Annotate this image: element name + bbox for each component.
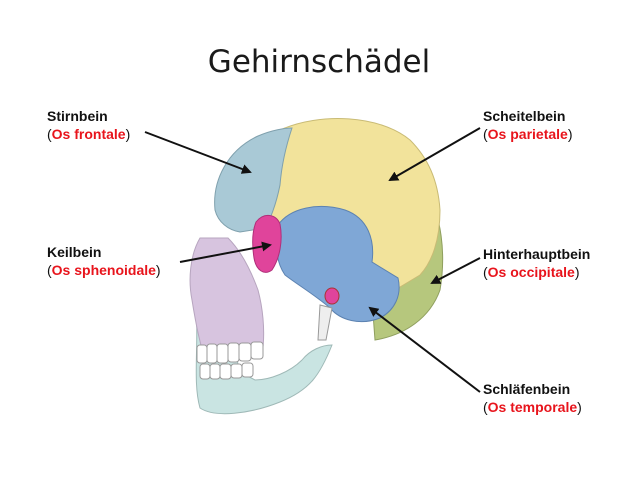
label-sphenoid: Keilbein (Os sphenoidale) [47,244,161,278]
label-occipital-latin: Os occipitale [487,264,575,280]
ear-canal [324,287,340,305]
label-temporal-latin: Os temporale [487,399,578,415]
label-parietal-latin: Os parietale [487,126,568,142]
page-title: Gehirnschädel [207,44,431,80]
arrow-frontal [144,131,252,174]
label-temporal-german: Schläfenbein [483,381,571,397]
label-frontal-german: Stirnbein [47,108,108,124]
arrow-sphenoid [179,241,272,263]
label-occipital: Hinterhauptbein (Os occipitale) [483,246,591,280]
temporal-bone [275,206,400,323]
frontal-bone [214,127,293,233]
label-sphenoid-german: Keilbein [47,244,102,260]
label-temporal: Schläfenbein (Os temporale) [483,381,582,415]
label-parietal-german: Scheitelbein [483,108,566,124]
arrow-temporal [368,306,481,393]
teeth [196,341,264,380]
styloid-process [317,304,333,341]
label-frontal: Stirnbein (Os frontale) [47,108,131,142]
face-shape [189,237,265,359]
label-frontal-latin: Os frontale [51,126,126,142]
mandible-shape [194,299,333,415]
label-occipital-german: Hinterhauptbein [483,246,591,262]
arrow-parietal [388,127,481,182]
arrow-occipital [430,257,481,284]
sphenoid-bone [252,215,282,273]
label-sphenoid-latin: Os sphenoidale [51,262,156,278]
label-parietal: Scheitelbein (Os parietale) [483,108,573,142]
